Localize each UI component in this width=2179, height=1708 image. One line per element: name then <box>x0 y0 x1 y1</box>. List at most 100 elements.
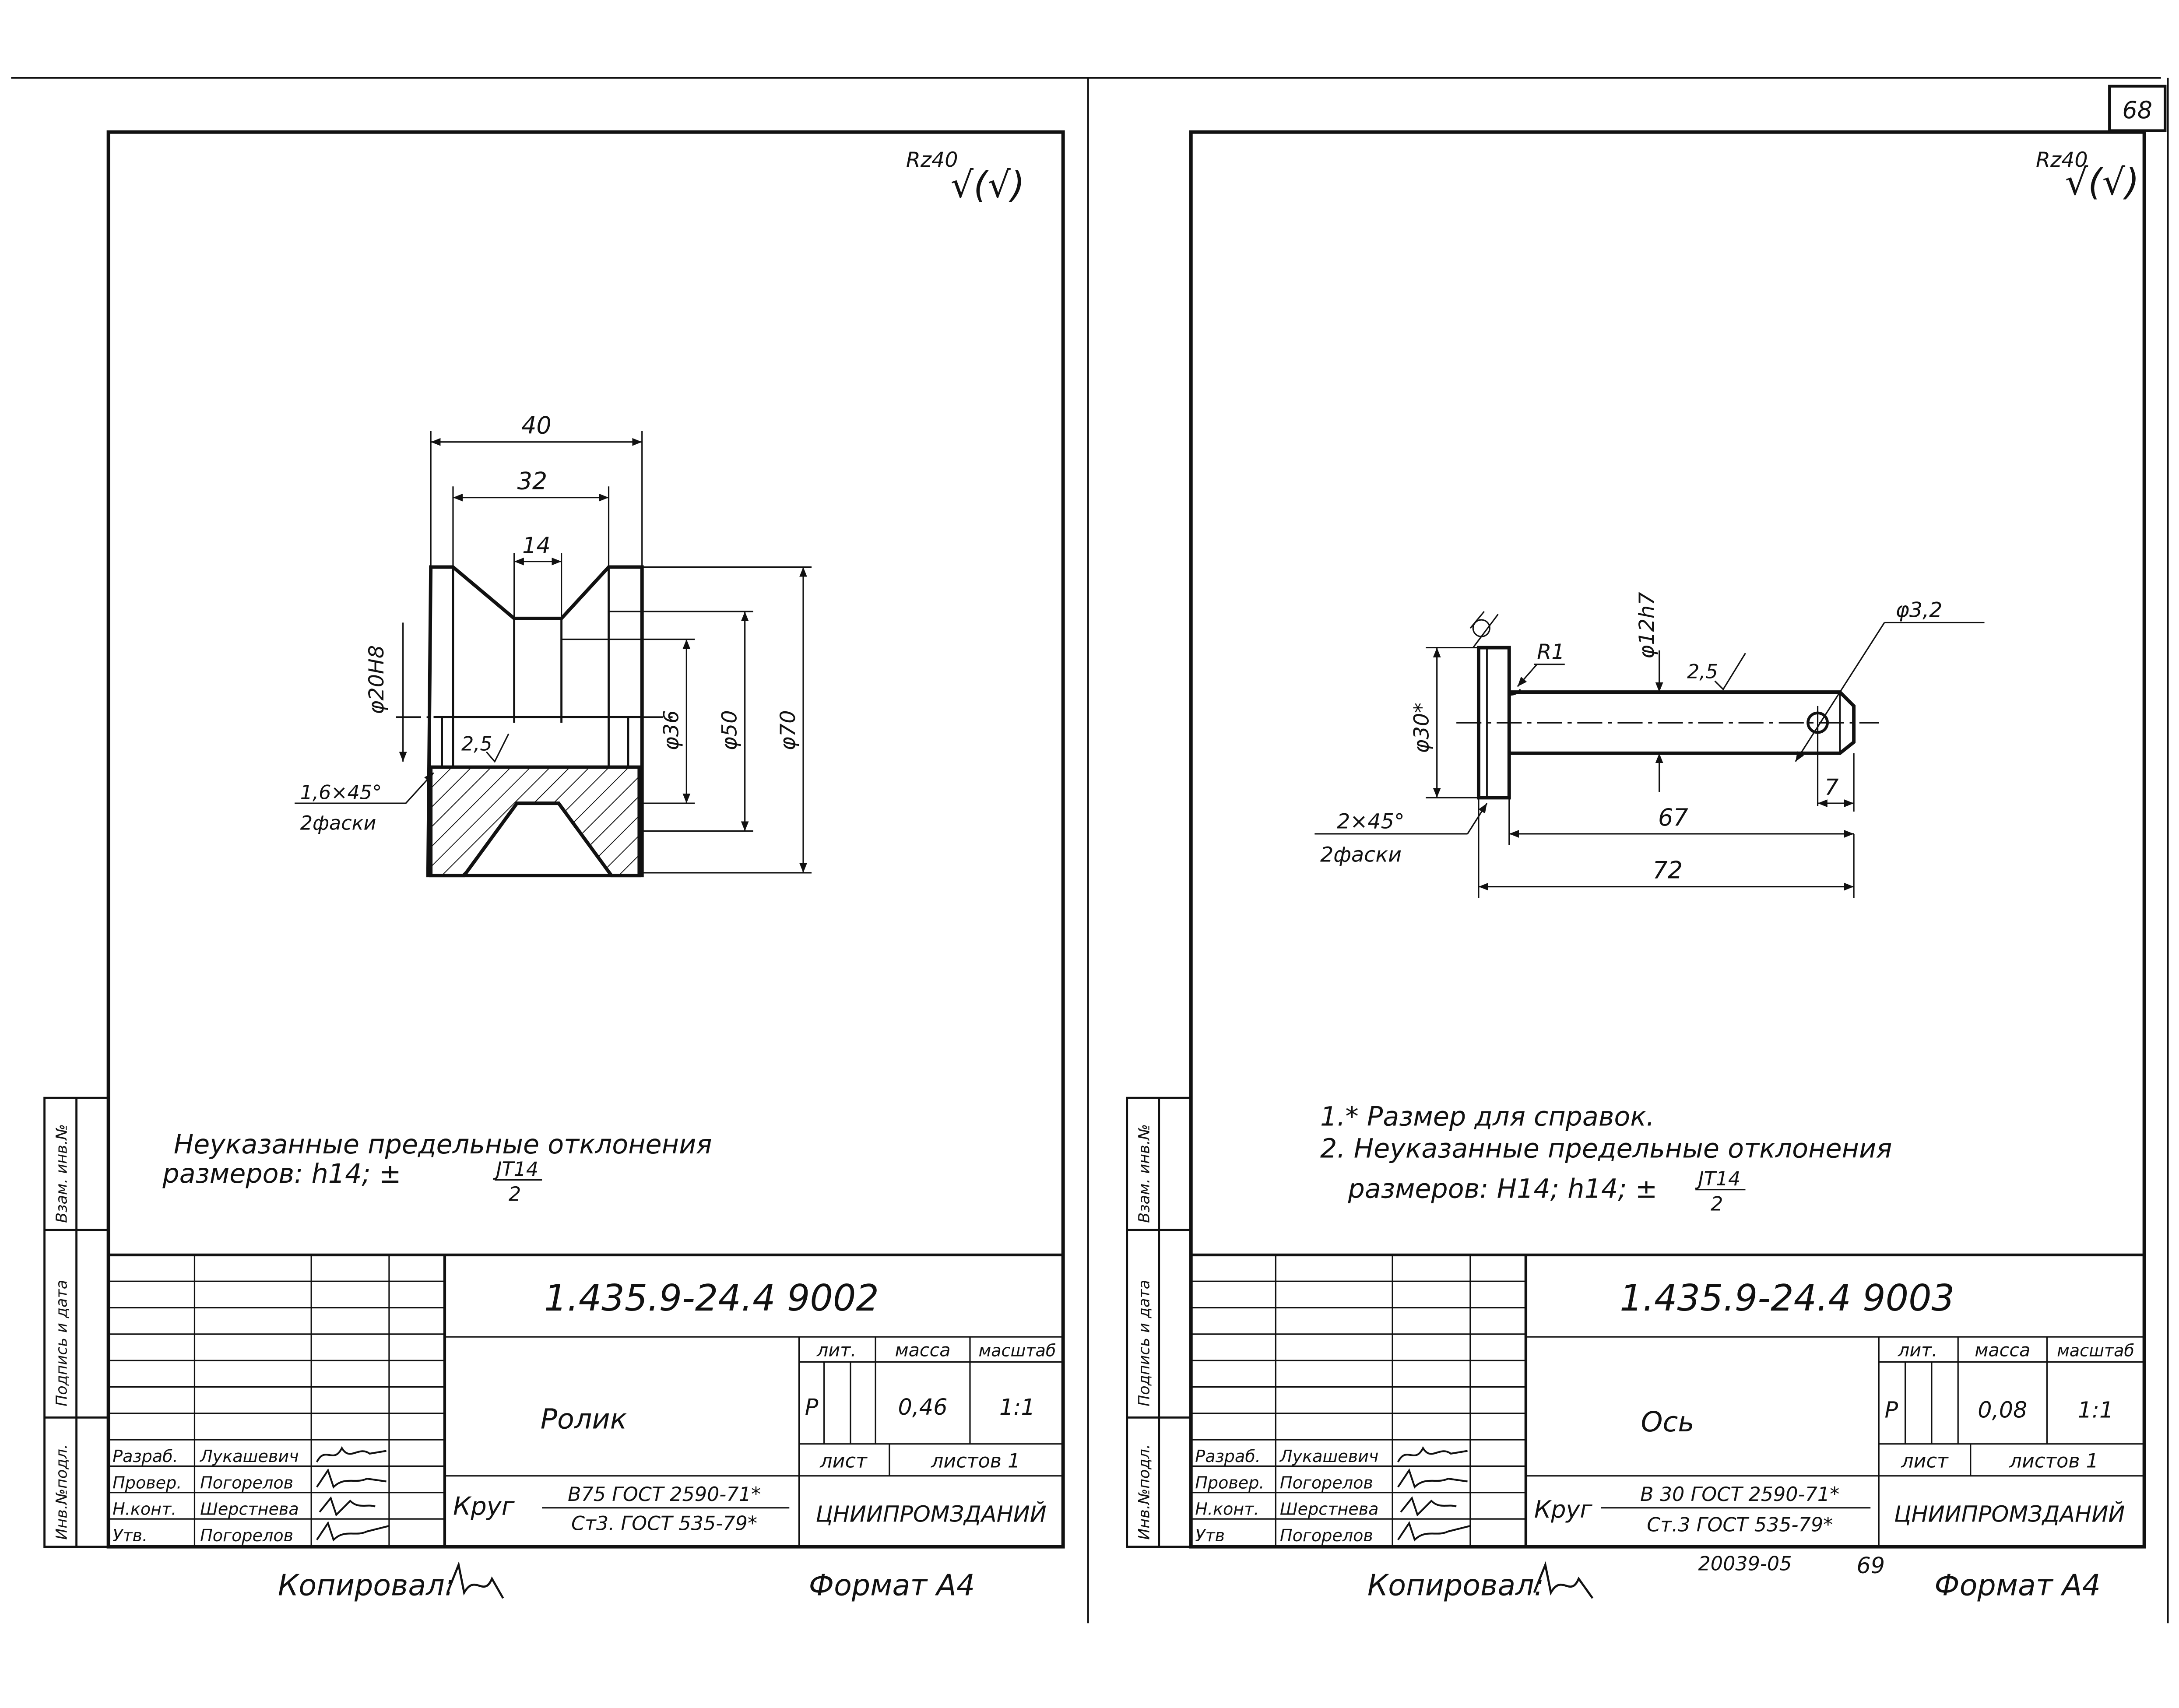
left-frame <box>106 130 1065 1549</box>
right-material-prefix: Круг <box>1534 1496 1593 1523</box>
left-copied-label: Копировал: <box>278 1568 454 1603</box>
right-mass-label: масса <box>1975 1340 2030 1361</box>
right-copied-label: Копировал: <box>1367 1568 1544 1603</box>
left-drawing: Инв.№подл. Подпись и дата Взам. инв.№ Rz… <box>43 130 1065 1603</box>
right-name-4: Погорелов <box>1280 1526 1373 1545</box>
right-name-1: Лукашевич <box>1279 1447 1378 1466</box>
right-sheets-label: листов 1 <box>2009 1450 2098 1473</box>
right-title-block: 1.435.9-24.4 9003 Ось Круг В 30 ГОСТ 259… <box>1191 1253 2144 1547</box>
right-part-name: Ось <box>1641 1406 1694 1438</box>
right-drawing: Инв.№подл. Подпись и дата Взам. инв.№ Rz… <box>1126 130 2146 1603</box>
right-surface-roughness: 2,5 <box>1687 661 1718 683</box>
left-role-3: Н.конт. <box>112 1500 176 1519</box>
left-material-prefix: Круг <box>453 1492 515 1521</box>
left-chamfer-size: 1,6×45° <box>300 782 382 804</box>
copy-number: 20039-05 <box>1698 1553 1792 1575</box>
left-material-top: В75 ГОСТ 2590-71* <box>568 1483 761 1506</box>
left-side-label-vzam: Взам. инв.№ <box>53 1124 70 1223</box>
right-frame <box>1189 130 2146 1549</box>
left-role-4: Утв. <box>112 1526 148 1545</box>
left-dim-dia70: φ70 <box>776 710 800 750</box>
left-scale-label: масштаб <box>978 1341 1056 1360</box>
left-roughness-mark: √(√) <box>951 164 1025 206</box>
left-signature-4 <box>316 1521 390 1542</box>
right-role-2: Провер. <box>1195 1473 1264 1492</box>
left-role-2: Провер. <box>112 1473 182 1492</box>
right-name-3: Шерстнева <box>1280 1500 1379 1519</box>
roller-section-hatch <box>429 765 641 878</box>
left-title-block: 1.435.9-24.4 9002 Ролик Круг В75 ГОСТ 25… <box>108 1253 1063 1547</box>
left-org: ЦНИИПРОМЗДАНИЙ <box>815 1501 1046 1527</box>
right-mass-value: 0,08 <box>1978 1397 2027 1423</box>
right-scale-value: 1:1 <box>2078 1397 2114 1423</box>
left-dim-32: 32 <box>517 467 548 495</box>
left-sheets-label: листов 1 <box>931 1450 1020 1473</box>
left-surface-roughness: 2,5 <box>461 733 492 755</box>
left-scale-value: 1:1 <box>999 1394 1035 1420</box>
axle-shaft <box>1509 690 1856 755</box>
right-roughness-mark: √(√) <box>2065 162 2140 204</box>
left-name-3: Шерстнева <box>200 1500 299 1519</box>
right-side-label-sign: Подпись и дата <box>1136 1280 1153 1406</box>
left-dim-dia20: φ20H8 <box>365 645 389 714</box>
right-chamfer-count: 2фаски <box>1320 843 1402 867</box>
right-copied-signature <box>1533 1561 1594 1599</box>
right-scale-label: масштаб <box>2057 1341 2134 1360</box>
right-lit-label: лит. <box>1898 1340 1937 1361</box>
left-notes-line2: размеров: h14; ± <box>162 1159 401 1189</box>
left-dim-40: 40 <box>521 412 552 439</box>
right-dim-7: 7 <box>1824 774 1838 800</box>
right-format: Формат А4 <box>1934 1568 2101 1603</box>
right-chamfer-size: 2×45° <box>1337 809 1405 833</box>
left-lit-label: лит. <box>816 1340 856 1361</box>
left-chamfer-count: 2фаски <box>300 812 376 834</box>
left-notes-line1: Неуказанные предельные отклонения <box>174 1129 712 1160</box>
right-signature-3 <box>1400 1496 1457 1517</box>
right-notes-frac-num: JT14 <box>1695 1168 1741 1190</box>
left-side-label-sign: Подпись и дата <box>53 1280 70 1406</box>
right-side-label-vzam: Взам. инв.№ <box>1136 1124 1153 1223</box>
right-role-3: Н.конт. <box>1195 1500 1259 1519</box>
left-name-4: Погорелов <box>200 1526 293 1545</box>
right-roughness-label: Rz40 <box>2036 148 2088 172</box>
right-signature-2 <box>1397 1468 1468 1489</box>
right-sheet-label: лист <box>1901 1450 1949 1473</box>
left-sheet-label: лист <box>819 1450 868 1473</box>
right-notes-line3: размеров: H14; h14; ± <box>1348 1174 1658 1205</box>
copy-page: 69 <box>1856 1553 1885 1578</box>
left-dim-dia50: φ50 <box>718 710 742 750</box>
right-material-bottom: Ст.3 ГОСТ 535-79* <box>1647 1514 1833 1536</box>
left-dim-14: 14 <box>522 533 551 559</box>
left-notes-frac-num: JT14 <box>492 1158 538 1181</box>
right-notes-frac-den: 2 <box>1711 1193 1723 1215</box>
left-mass-value: 0,46 <box>898 1394 947 1420</box>
left-roughness-label: Rz40 <box>906 148 958 172</box>
left-copied-signature <box>446 1561 504 1599</box>
left-name-2: Погорелов <box>200 1473 293 1492</box>
right-dim-72: 72 <box>1652 857 1683 884</box>
left-doc-number: 1.435.9-24.4 9002 <box>544 1277 879 1319</box>
left-signature-2 <box>316 1468 387 1489</box>
right-material-top: В 30 ГОСТ 2590-71* <box>1640 1483 1839 1506</box>
right-role-1: Разраб. <box>1195 1447 1261 1466</box>
left-signature-1 <box>316 1446 387 1462</box>
left-mass-label: масса <box>895 1340 950 1361</box>
left-role-1: Разраб. <box>112 1447 178 1466</box>
right-org: ЦНИИПРОМЗДАНИЙ <box>1894 1501 2125 1527</box>
right-lit-value: Р <box>1885 1397 1898 1423</box>
right-dim-dia30: φ30* <box>1410 703 1434 753</box>
left-name-1: Лукашевич <box>199 1447 299 1466</box>
right-side-label-inv: Инв.№подл. <box>1136 1444 1153 1540</box>
right-signature-4 <box>1397 1521 1471 1542</box>
left-lit-value: Р <box>805 1394 819 1420</box>
left-dim-dia36: φ36 <box>659 710 683 750</box>
right-dim-r1: R1 <box>1537 640 1564 664</box>
page-number: 68 <box>2122 96 2152 124</box>
left-side-label-inv: Инв.№подл. <box>53 1444 70 1540</box>
right-notes-line2: 2. Неуказанные предельные отклонения <box>1320 1134 1892 1164</box>
right-notes-line1: 1.* Размер для справок. <box>1320 1102 1655 1132</box>
left-material-bottom: Ст3. ГОСТ 535-79* <box>571 1513 757 1535</box>
right-role-4: Утв <box>1195 1526 1225 1545</box>
right-signature-1 <box>1397 1446 1468 1462</box>
